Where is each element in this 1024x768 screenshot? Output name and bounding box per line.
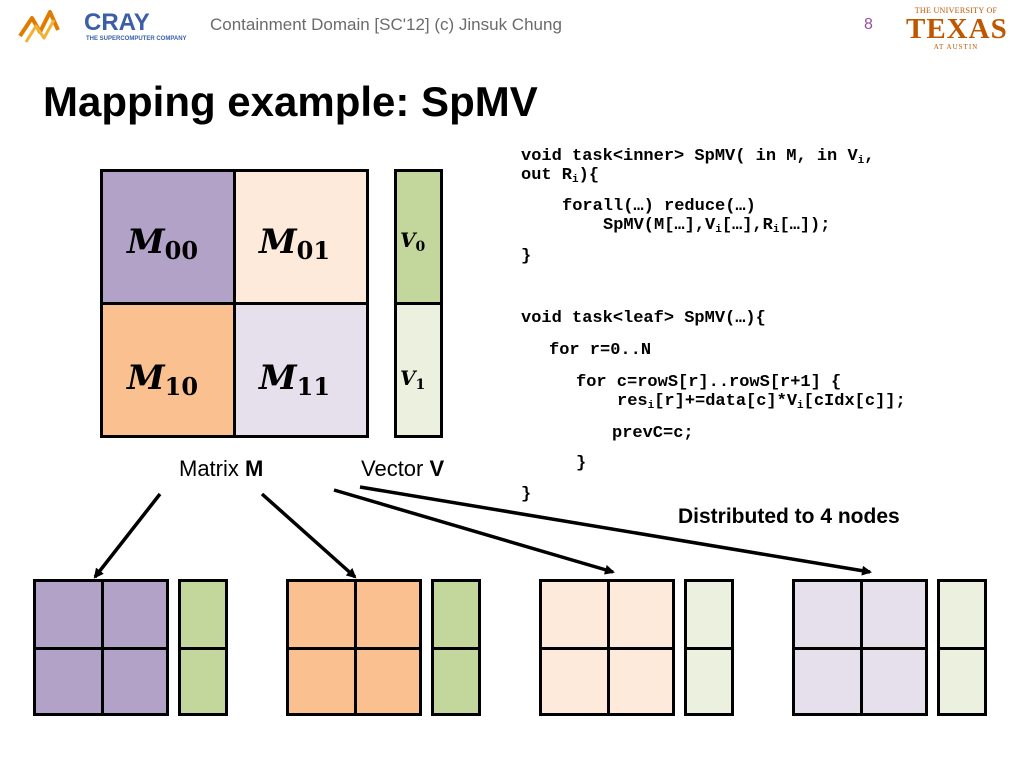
code-inner-line2: out Ri){ bbox=[521, 166, 600, 186]
node-1-vector bbox=[178, 579, 228, 716]
node-1-matrix-hdivider bbox=[36, 647, 166, 650]
label-m11: M11 bbox=[259, 358, 331, 401]
label-m00: M00 bbox=[127, 222, 199, 265]
block-v1 bbox=[397, 305, 440, 435]
arrow-node4 bbox=[359, 485, 872, 576]
arrow-node3 bbox=[333, 488, 615, 575]
block-m00 bbox=[103, 172, 236, 305]
node-3-matrix-hdivider bbox=[542, 647, 672, 650]
cray-logo: CRAY THE SUPERCOMPUTER COMPANY bbox=[18, 9, 187, 43]
arrow-node2 bbox=[260, 492, 357, 579]
block-m10 bbox=[103, 305, 236, 435]
matrix-caption: Matrix M bbox=[179, 456, 264, 481]
block-m11 bbox=[236, 305, 366, 435]
code-leaf-line6: } bbox=[576, 454, 587, 473]
node-4-matrix-hdivider bbox=[795, 647, 925, 650]
node-4-vector-divider bbox=[940, 647, 984, 650]
code-leaf-line5: prevC=c; bbox=[612, 424, 694, 443]
node-3-vector-divider bbox=[687, 647, 731, 650]
ut-austin-logo: THE UNIVERSITY OF TEXAS AT AUSTIN bbox=[906, 4, 1008, 52]
node-1-vector-divider bbox=[181, 647, 225, 650]
node-4-matrix bbox=[792, 579, 928, 716]
code-leaf-line3: for c=rowS[r]..rowS[r+1] { bbox=[576, 373, 842, 392]
node-2-matrix-hdivider bbox=[289, 647, 419, 650]
code-inner-close: } bbox=[521, 247, 532, 266]
vector-v: V0 V1 bbox=[394, 169, 443, 438]
label-v1: V1 bbox=[400, 366, 426, 393]
slide-title: Mapping example: SpMV bbox=[43, 78, 538, 125]
ut-logo-line3: AT AUSTIN bbox=[933, 43, 979, 51]
arrow-node1 bbox=[93, 492, 162, 579]
code-leaf-line4: resi[r]+=data[c]*Vi[cIdx[c]]; bbox=[617, 392, 906, 412]
node-1-matrix bbox=[33, 579, 169, 716]
cray-logo-tagline: THE SUPERCOMPUTER COMPANY bbox=[86, 36, 187, 42]
block-m01 bbox=[236, 172, 366, 305]
node-2-vector bbox=[431, 579, 481, 716]
label-m10: M10 bbox=[127, 358, 199, 401]
label-m01: M01 bbox=[259, 222, 331, 265]
ut-logo-line1: THE UNIVERSITY OF bbox=[914, 6, 998, 15]
block-v0 bbox=[397, 172, 440, 305]
code-leaf-line1: void task<leaf> SpMV(…){ bbox=[521, 309, 766, 328]
node-2-matrix bbox=[286, 579, 422, 716]
code-inner-line3: forall(…) reduce(…) bbox=[562, 197, 756, 216]
code-inner-line4: SpMV(M[…],Vi[…],Ri[…]); bbox=[603, 216, 831, 236]
cray-logo-text: CRAY bbox=[84, 9, 150, 36]
matrix-m: M00 M01 M10 M11 bbox=[100, 169, 369, 438]
code-inner-line1: void task<inner> SpMV( in M, in Vi, bbox=[521, 147, 875, 167]
ut-logo-line2: TEXAS bbox=[906, 13, 1008, 45]
code-leaf-line2: for r=0..N bbox=[549, 341, 652, 360]
page-number: 8 bbox=[864, 16, 873, 33]
node-3-vector bbox=[684, 579, 734, 716]
header-text: Containment Domain [SC'12] (c) Jinsuk Ch… bbox=[210, 15, 562, 34]
code-leaf-close: } bbox=[521, 485, 532, 504]
node-3-matrix bbox=[539, 579, 675, 716]
vector-caption: Vector V bbox=[361, 456, 445, 481]
node-4-vector bbox=[937, 579, 987, 716]
label-v0: V0 bbox=[400, 228, 426, 255]
node-2-vector-divider bbox=[434, 647, 478, 650]
distribution-label: Distributed to 4 nodes bbox=[678, 505, 900, 528]
